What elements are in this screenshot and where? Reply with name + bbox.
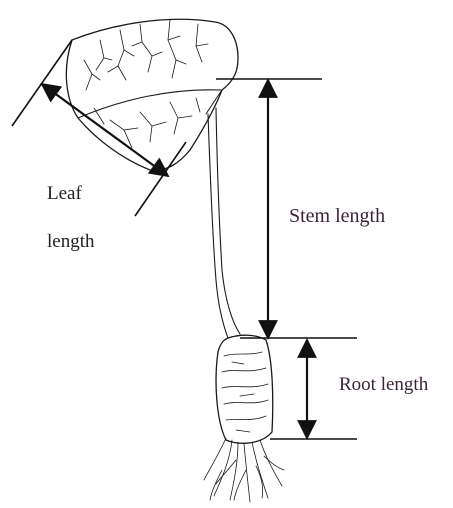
leaf-length-dimension xyxy=(12,40,186,216)
leaf-length-label-line1: Leaf xyxy=(47,184,82,203)
root-length-label: Root length xyxy=(339,375,428,394)
root xyxy=(204,335,284,502)
leaf-length-label-line2: length xyxy=(47,232,95,251)
stem-length-label: Stem length xyxy=(289,206,385,226)
leaf xyxy=(66,19,238,170)
rootlets xyxy=(204,438,284,502)
root-texture xyxy=(222,352,268,432)
leaf-length-arrow xyxy=(42,84,168,176)
stem xyxy=(208,108,240,338)
